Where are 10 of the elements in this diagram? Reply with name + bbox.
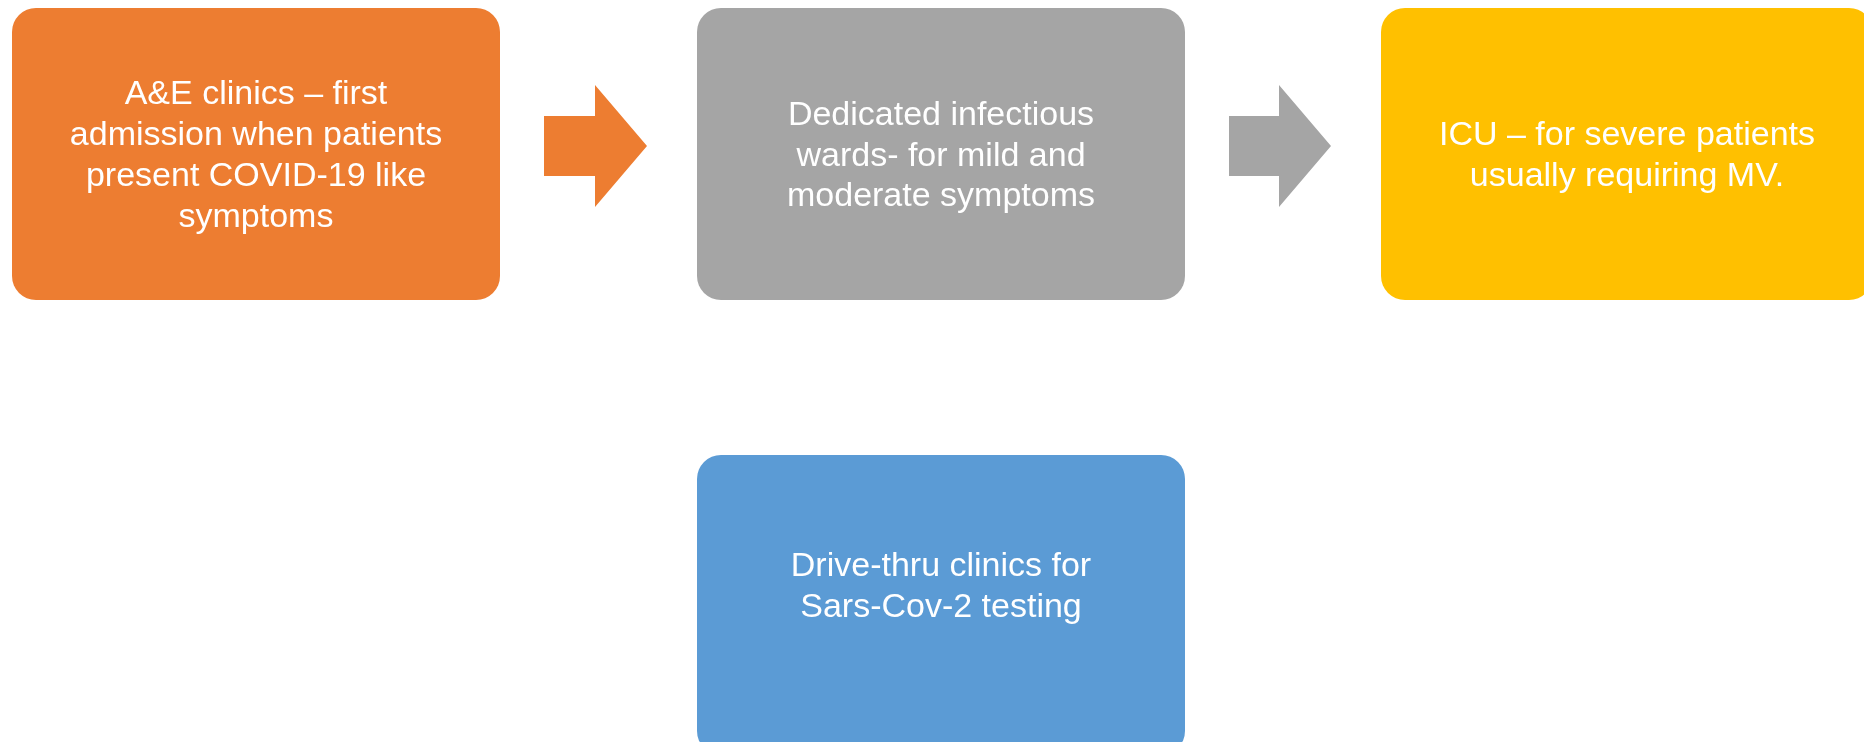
process-box	[697, 455, 1185, 742]
box-text: ICU – for severe patients usually requiring MV.	[1437, 113, 1817, 195]
box-text: A&E clinics – first admission when patients present COVID-19 like symptoms	[68, 72, 444, 236]
process-box	[1381, 8, 1864, 300]
block-arrow	[1229, 85, 1331, 207]
box-text: Dedicated infectious wards- for mild and moderate symptoms	[786, 92, 1096, 216]
process-box	[12, 8, 500, 300]
block-arrow	[544, 85, 647, 207]
process-box	[697, 8, 1185, 300]
box-text: Drive-thru clinics for Sars-Cov-2 testing	[789, 544, 1093, 626]
